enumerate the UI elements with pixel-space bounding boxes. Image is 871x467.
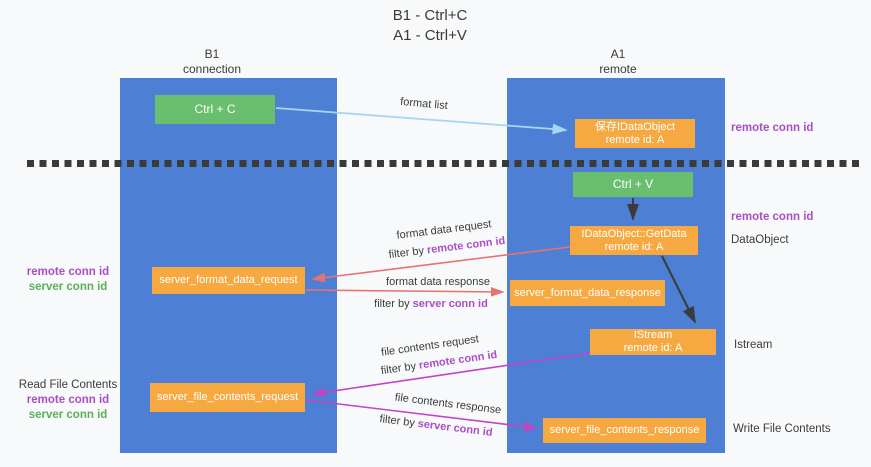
format-data-request-arrow	[311, 246, 571, 283]
format-data-response-label: format data response	[386, 276, 490, 288]
getdata-remote-id: remote id: A	[604, 240, 664, 253]
left-server-conn-id-top: server conn id	[28, 281, 108, 293]
server-format-data-request-node: server_format_data_request	[152, 267, 305, 294]
right-remote-conn-id-top: remote conn id	[731, 122, 814, 134]
lane-a1-name: A1	[610, 47, 626, 61]
read-file-contents-annotation: Read File Contents	[18, 379, 118, 391]
format-data-response-arrow	[305, 287, 505, 297]
title-line-1: B1 - Ctrl+C	[392, 7, 468, 24]
istream-node: IStream remote id: A	[590, 329, 716, 355]
istream-remote-id: remote id: A	[623, 342, 683, 354]
idataobject-getdata-node: IDataObject::GetData remote id: A	[570, 226, 698, 255]
getdata-to-istream-arrow	[661, 255, 696, 324]
file-contents-response-arrow	[305, 399, 538, 432]
format-list-arrow	[275, 107, 568, 135]
left-remote-conn-id-top: remote conn id	[26, 266, 110, 278]
lane-a1-subtitle: remote	[599, 62, 637, 76]
left-server-conn-id-bottom: server conn id	[28, 409, 108, 421]
server-format-data-request-label: server_format_data_request	[159, 274, 298, 286]
save-idataobject-node: 保存IDataObject remote id: A	[575, 119, 695, 148]
title-line-2: A1 - Ctrl+V	[393, 27, 467, 44]
server-format-data-response-node: server_format_data_response	[510, 280, 665, 306]
left-file-conn-ids: Read File Contents remote conn id server…	[14, 378, 122, 423]
right-remote-conn-id-mid: remote conn id	[731, 211, 814, 223]
istream-line1: IStream	[633, 329, 673, 341]
lane-b1-name: B1	[204, 47, 220, 61]
save-idataobject-line1: 保存IDataObject	[594, 120, 676, 133]
session-separator-dashed-line	[27, 160, 860, 167]
server-file-contents-request-label: server_file_contents_request	[156, 391, 299, 403]
diagram-title: B1 - Ctrl+C A1 - Ctrl+V	[330, 6, 530, 46]
filter-by-text: filter by	[374, 298, 410, 310]
lane-header-b1: B1 connection	[152, 47, 272, 77]
server-file-contents-response-node: server_file_contents_response	[543, 418, 706, 443]
server-file-contents-request-node: server_file_contents_request	[150, 383, 305, 412]
server-format-data-response-label: server_format_data_response	[514, 286, 661, 299]
file-contents-request-arrow	[311, 352, 592, 397]
lane-header-a1: A1 remote	[558, 47, 678, 77]
dataobject-annotation: DataObject	[731, 234, 789, 246]
server-conn-id-text: server conn id	[412, 298, 488, 310]
ctrl-c-node: Ctrl + C	[155, 95, 275, 124]
ctrl-v-label: Ctrl + V	[612, 177, 654, 191]
left-format-conn-ids: remote conn id server conn id	[14, 265, 122, 295]
write-file-contents-annotation: Write File Contents	[733, 423, 831, 435]
istream-annotation: Istream	[734, 339, 773, 351]
ctrl-v-node: Ctrl + V	[573, 172, 693, 197]
getdata-line1: IDataObject::GetData	[581, 227, 687, 240]
left-remote-conn-id-bottom: remote conn id	[26, 394, 110, 406]
save-idataobject-remote-id: remote id: A	[605, 133, 665, 146]
ctrl-c-label: Ctrl + C	[194, 102, 236, 116]
lane-b1-subtitle: connection	[182, 62, 242, 76]
server-file-contents-response-label: server_file_contents_response	[549, 424, 700, 436]
